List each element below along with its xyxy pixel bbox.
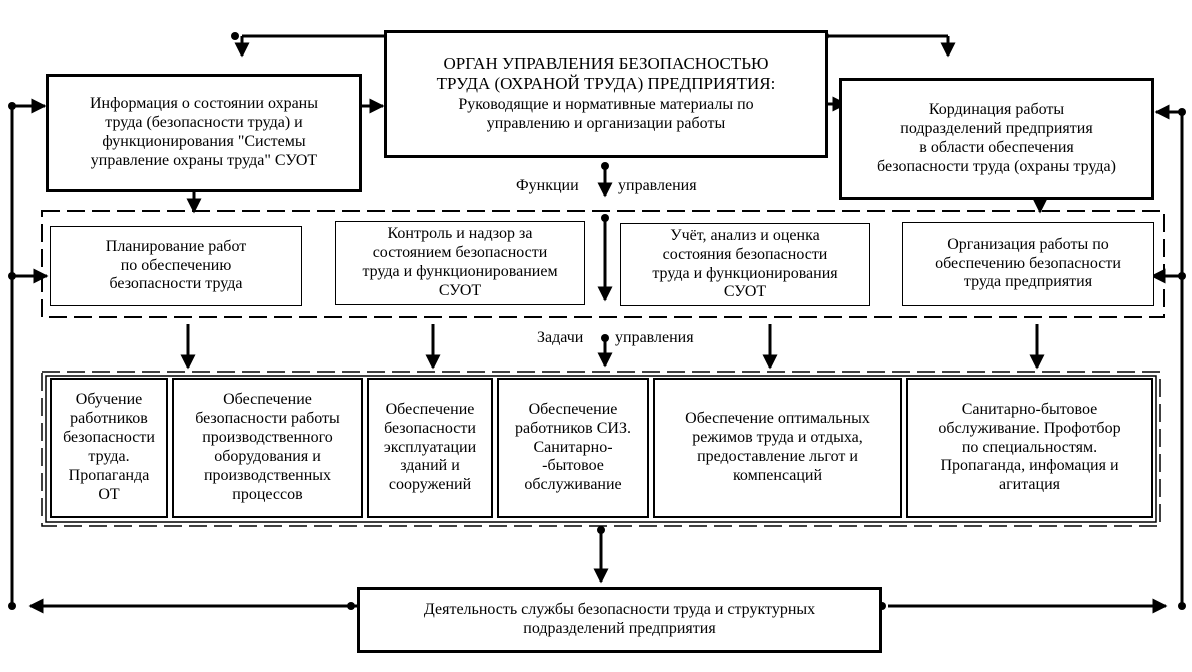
junction-dot xyxy=(1178,272,1186,280)
task-ppe-provision: Обеспечение работников СИЗ. Санитарно- -… xyxy=(497,378,649,518)
junction-dot xyxy=(8,102,16,110)
junction-dot xyxy=(8,272,16,280)
tasks-label-right: управления xyxy=(615,329,694,346)
junction-dot xyxy=(231,32,239,40)
junction-dot xyxy=(601,334,609,342)
function-control: Контроль и надзор за состоянием безопасн… xyxy=(335,221,585,305)
functions-label-left: Функции xyxy=(516,177,579,194)
task-sanitary-services: Санитарно-бытовое обслуживание. Профотбо… xyxy=(906,378,1153,518)
management-body-subtitle: Руководящие и нормативные материалы по у… xyxy=(458,96,754,133)
junction-dot xyxy=(597,526,605,534)
function-planning: Планирование работ по обеспечению безопа… xyxy=(50,226,302,306)
functions-label-right: управления xyxy=(618,177,697,194)
junction-dot xyxy=(1178,108,1186,116)
function-organization: Организация работы по обеспечению безопа… xyxy=(902,222,1154,306)
coordination-box: Кординация работы подразделений предприя… xyxy=(839,78,1154,200)
task-training: Обучение работников безопасности труда. … xyxy=(50,378,168,518)
functions-group-frame xyxy=(41,210,1165,318)
junction-dot xyxy=(8,602,16,610)
task-equipment-safety: Обеспечение безопасности работы производ… xyxy=(172,378,363,518)
task-buildings-safety: Обеспечение безопасности эксплуатации зд… xyxy=(367,378,493,518)
junction-dot xyxy=(347,602,355,610)
management-body-box: ОРГАН УПРАВЛЕНИЯ БЕЗОПАСНОСТЬЮ ТРУДА (ОХ… xyxy=(384,30,828,158)
junction-dot xyxy=(1178,602,1186,610)
task-work-rest-modes: Обеспечение оптимальных режимов труда и … xyxy=(653,378,902,518)
tasks-group-frame-inner xyxy=(45,375,1157,523)
management-body-title: ОРГАН УПРАВЛЕНИЯ БЕЗОПАСНОСТЬЮ ТРУДА (ОХ… xyxy=(436,54,776,93)
junction-dot xyxy=(601,162,609,170)
junction-dot xyxy=(601,214,609,222)
function-accounting: Учёт, анализ и оценка состояния безопасн… xyxy=(620,223,870,306)
service-activity-box: Деятельность службы безопасности труда и… xyxy=(357,587,882,653)
information-box: Информация о состоянии охраны труда (без… xyxy=(46,74,362,192)
tasks-label-left: Задачи xyxy=(537,329,584,346)
